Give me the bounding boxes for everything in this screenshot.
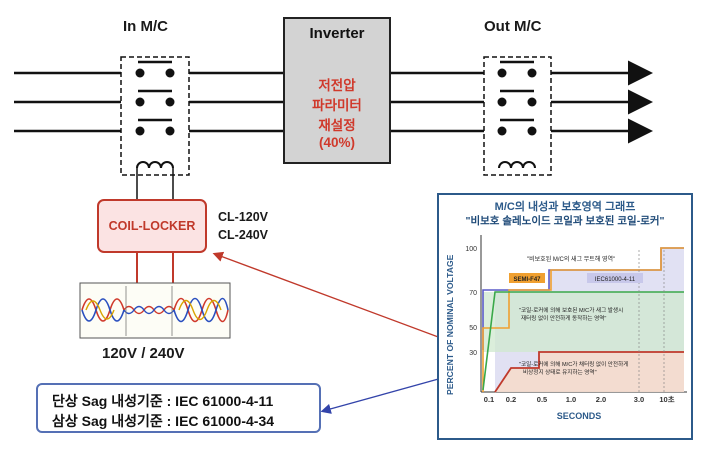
- semi-f47-label: SEMI-F47: [513, 277, 541, 283]
- annotation-mid-2: 재터링 없이 안전하게 동작하는 영역": [521, 314, 606, 322]
- supply-wiring: [136, 253, 174, 283]
- breaker-zone: [495, 352, 684, 392]
- tolerance-chart-panel: M/C의 내성과 보호영역 그래프 "비보호 솔레노이드 코일과 보호된 코일-…: [437, 193, 693, 440]
- iec-label: IEC61000-4-11: [595, 277, 636, 283]
- in-mc-label: In M/C: [123, 18, 168, 35]
- coil-locker-zone: [483, 292, 684, 352]
- annotation-mid-1: "코일-로커에 의해 보호된 M/C가 새그 발생시: [519, 306, 623, 314]
- annotation-top: "비보호된 M/C의 새그 무트해 영역": [527, 255, 615, 263]
- chart-title-1: M/C의 내성과 보호영역 그래프: [494, 201, 636, 213]
- semi-f47-curve: [482, 247, 684, 392]
- semi-f47-tag: [509, 273, 545, 283]
- iec-tag: [587, 273, 643, 283]
- coil-locker-label: COIL-LOCKER: [108, 219, 196, 233]
- coil-locker-model-1: CL-120V: [218, 210, 269, 224]
- iec-curve: [482, 291, 684, 391]
- standards-box: 단상 Sag 내성기준 : IEC 61000-4-11 삼상 Sag 내성기준…: [36, 383, 321, 433]
- chart-title-2: "비보호 솔레노이드 코일과 보호된 코일-로커": [465, 215, 665, 227]
- waveform-image: [79, 282, 231, 339]
- inverter-title: Inverter: [309, 25, 365, 42]
- x-tick-10s: 10초: [659, 395, 674, 404]
- annotation-low-2: 비상정지 상태로 유지하는 영역": [523, 368, 597, 376]
- standard-single-phase: 단상 Sag 내성기준 : IEC 61000-4-11: [52, 393, 274, 409]
- coil-wiring: [136, 168, 174, 199]
- x-axis-label: SECONDS: [557, 411, 602, 421]
- out-mc-contactor: [483, 56, 552, 176]
- coil-locker-curve: [494, 351, 684, 393]
- coil-locker-model-2: CL-240V: [218, 228, 269, 242]
- in-mc-contactor: [120, 56, 190, 176]
- waveform-caption: 120V / 240V: [102, 345, 185, 362]
- y-axis-label: PERCENT OF NOMINAL VOLTAGE: [445, 254, 455, 395]
- x-tick-2.0: 2.0: [596, 395, 606, 404]
- x-tick-3.0: 3.0: [634, 395, 644, 404]
- y-tick-30: 30: [469, 350, 477, 357]
- inverter-text-4: (40%): [318, 135, 355, 150]
- out-mc-label: Out M/C: [484, 18, 542, 35]
- coil-locker-box: COIL-LOCKER: [97, 199, 207, 253]
- inverter-box: Inverter 저전압 파라미터 재설정 (40%): [283, 17, 391, 164]
- y-tick-70: 70: [469, 290, 477, 297]
- y-tick-50: 50: [469, 325, 477, 332]
- annotation-top-box: [523, 252, 633, 264]
- inverter-text-2: 파라미터: [312, 98, 362, 113]
- x-tick-0.5: 0.5: [537, 395, 547, 404]
- y-tick-100: 100: [465, 246, 477, 253]
- x-tick-1.0: 1.0: [566, 395, 576, 404]
- standard-three-phase: 삼상 Sag 내성기준 : IEC 61000-4-34: [52, 413, 275, 429]
- inverter-text-1: 저전압: [318, 78, 356, 93]
- x-tick-0.2: 0.2: [506, 395, 516, 404]
- x-tick-0.1: 0.1: [484, 395, 494, 404]
- inverter-text-3: 재설정: [318, 118, 356, 133]
- annotation-low-1: "코일-로커에 의해 M/C가 채터링 없이 안전하게: [519, 360, 628, 368]
